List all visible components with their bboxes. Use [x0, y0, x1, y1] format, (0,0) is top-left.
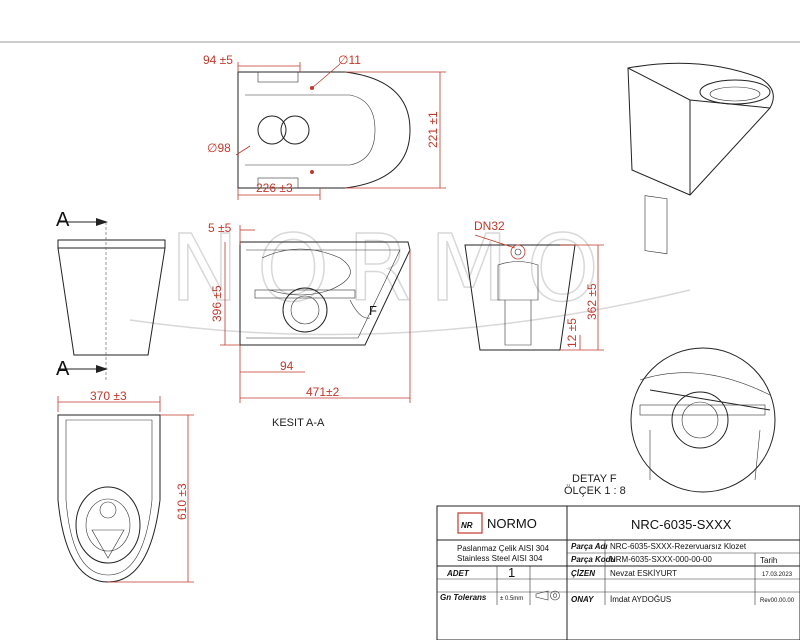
logo-mark-frame [457, 512, 483, 534]
section-a-bottom: A [56, 358, 70, 380]
dim-226: 226 ±3 [256, 181, 293, 195]
title-block [436, 505, 800, 640]
dim-370: 370 ±3 [90, 389, 127, 403]
tolerans-label: Gn Tolerans [440, 593, 487, 602]
adet-value: 1 [508, 565, 515, 580]
isometric-view [627, 62, 774, 255]
side-view [57, 218, 166, 380]
watermark-text: NORMO [170, 215, 617, 322]
section-caption: KESIT A-A [272, 417, 325, 429]
tolerans-value: ± 0.5mm [500, 596, 523, 602]
dim-94b: 94 [280, 359, 294, 373]
section-a-top: A [56, 209, 70, 231]
dim-5: 5 ±5 [208, 221, 232, 235]
material-en: Stainless Steel AISI 304 [457, 554, 543, 563]
tarih-label: Tarih [760, 556, 777, 565]
dim-396: 396 ±5 [210, 285, 224, 322]
onay-value: İmdat AYDOĞUS [610, 595, 671, 604]
rev-value: Rev00.00.00 [760, 598, 795, 604]
detail-caption: DETAY F [572, 473, 617, 485]
dim-98: ∅98 [207, 141, 231, 155]
cizen-date: 17.03.2023 [762, 572, 793, 578]
adet-label: ADET [446, 569, 470, 578]
onay-label: ONAY [571, 595, 594, 604]
parca-adi-value: NRC-6035-SXXX-Rezervuarsız Klozet [610, 542, 747, 551]
watermark-swoosh [129, 289, 691, 336]
part-number: NRC-6035-SXXX [631, 517, 732, 532]
cizen-value: Nevzat ESKİYURT [610, 569, 677, 578]
parca-kodu-value: NRM-6035-SXXX-000-00-00 [610, 555, 712, 564]
dim-362: 362 ±5 [585, 283, 599, 320]
parca-kodu-label: Parça Kodu [571, 555, 616, 564]
parca-adi-label: Parça Adı [571, 542, 608, 551]
dim-94: 94 ±5 [203, 53, 233, 67]
projection-symbol-icon [535, 590, 560, 601]
arrow-right-icon [96, 365, 108, 373]
back-view [464, 234, 604, 351]
detail-f-view [630, 347, 776, 493]
detail-f-marker: F [369, 303, 377, 318]
cizen-label: ÇİZEN [571, 569, 595, 578]
top-view [235, 62, 446, 200]
dim-dn32: DN32 [474, 219, 505, 233]
logo-text: NORMO [487, 516, 537, 531]
section-a-a-view [220, 225, 411, 403]
dim-221: 221 ±1 [426, 111, 440, 148]
scale-caption: ÖLÇEK 1 : 8 [564, 485, 626, 497]
dim-11: ∅11 [338, 53, 361, 67]
dim-12: 12 ±5 [565, 318, 579, 348]
material-tr: Paslanmaz Çelik AISI 304 [457, 544, 550, 553]
dim-610: 610 ±3 [175, 483, 189, 520]
plan-view [57, 396, 194, 583]
logo-mark: NR [461, 521, 473, 530]
dim-471: 471±2 [306, 385, 340, 399]
arrow-right-icon [96, 218, 108, 226]
